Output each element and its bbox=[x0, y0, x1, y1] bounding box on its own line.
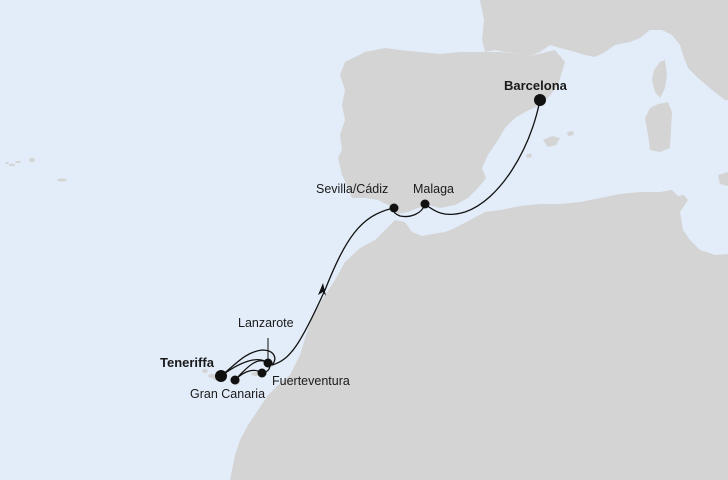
land-islet bbox=[15, 161, 21, 163]
marker-sevilla-cadiz-icon[interactable] bbox=[389, 203, 399, 213]
land-la-palma bbox=[202, 369, 208, 373]
land-islet bbox=[9, 163, 15, 167]
land-italy bbox=[680, 0, 728, 100]
port-markers bbox=[215, 94, 546, 385]
land-sardinia bbox=[645, 102, 672, 152]
land-menorca bbox=[567, 131, 574, 136]
cruise-route bbox=[220, 99, 541, 381]
marker-malaga-icon[interactable] bbox=[420, 199, 430, 209]
label-fuerteventura[interactable]: Fuerteventura bbox=[272, 374, 350, 388]
label-barcelona[interactable]: Barcelona bbox=[504, 78, 567, 93]
route-barcelona-malaga bbox=[424, 99, 541, 216]
land-sicily bbox=[718, 172, 728, 186]
land-corsica bbox=[652, 60, 667, 98]
marker-gran-canaria-icon[interactable] bbox=[230, 375, 240, 385]
marker-barcelona-icon[interactable] bbox=[534, 94, 546, 106]
label-malaga[interactable]: Malaga bbox=[413, 182, 454, 196]
label-teneriffa[interactable]: Teneriffa bbox=[160, 355, 214, 370]
land-ibiza bbox=[526, 153, 532, 158]
route-direction-arrow-icon bbox=[318, 283, 326, 296]
label-sevilla-cadiz[interactable]: Sevilla/Cádiz bbox=[316, 182, 389, 196]
marker-lanzarote-icon[interactable] bbox=[263, 358, 273, 368]
land-islet bbox=[29, 158, 35, 162]
land-africa bbox=[230, 190, 728, 480]
land-islet bbox=[5, 162, 9, 164]
land-mallorca bbox=[543, 136, 560, 147]
land-islet bbox=[57, 178, 67, 182]
marker-fuerteventura-icon[interactable] bbox=[257, 368, 267, 378]
label-lanzarote[interactable]: Lanzarote bbox=[238, 316, 294, 330]
land-france bbox=[480, 0, 728, 100]
route-lanzarote-teneriffa bbox=[220, 349, 276, 377]
label-gran-canaria[interactable]: Gran Canaria bbox=[190, 387, 266, 401]
land bbox=[5, 0, 728, 480]
land-iberia bbox=[338, 48, 565, 214]
marker-teneriffa-icon[interactable] bbox=[215, 370, 227, 382]
route-sevilla-lanzarote bbox=[271, 207, 395, 366]
